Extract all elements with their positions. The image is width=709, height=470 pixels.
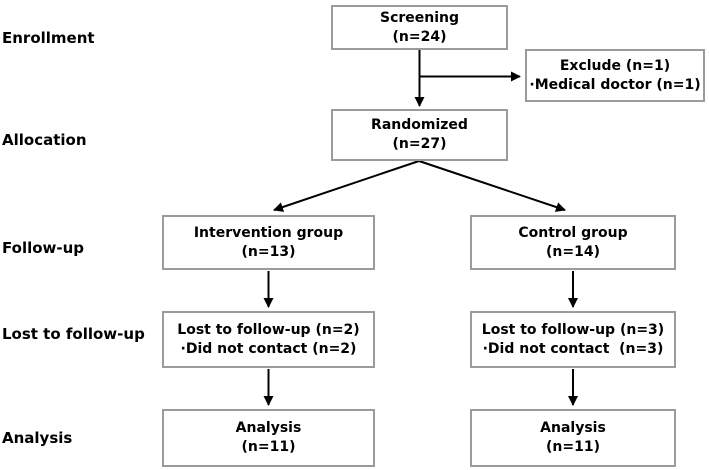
box-exclude: Exclude (n=1) ·Medical doctor (n=1) — [525, 49, 705, 102]
box-intervention-group: Intervention group (n=13) — [162, 215, 375, 270]
box-exclude-line1: Exclude (n=1) — [559, 57, 671, 74]
arrow-randomized-to-control — [418, 160, 566, 212]
stage-label-lost-to-follow-up: Lost to follow-up — [2, 325, 145, 343]
box-randomized-line1: Randomized — [371, 117, 468, 133]
box-analysis-control-line2: (n=11) — [546, 439, 600, 455]
stage-label-enrollment: Enrollment — [2, 29, 95, 47]
box-randomized: Randomized (n=27) — [331, 109, 508, 161]
box-lost-intervention: Lost to follow-up (n=2) ·Did not contact… — [162, 311, 375, 368]
box-control-line1: Control group — [518, 224, 628, 241]
box-intervention-line2: (n=13) — [241, 243, 296, 260]
box-analysis-control: Analysis (n=11) — [470, 409, 676, 467]
box-lost-control-line2: ·Did not contact (n=3) — [482, 340, 664, 357]
box-lost-control: Lost to follow-up (n=3) ·Did not contact… — [470, 311, 676, 368]
stage-label-allocation: Allocation — [2, 131, 87, 149]
box-analysis-control-line1: Analysis — [540, 420, 606, 436]
box-screening-line2: (n=24) — [392, 28, 447, 45]
box-exclude-line2: ·Medical doctor (n=1) — [529, 76, 701, 93]
box-lost-intervention-line2: ·Did not contact (n=2) — [180, 340, 357, 357]
arrow-randomized-to-intervention — [273, 160, 420, 212]
box-analysis-intervention-line1: Analysis — [235, 420, 302, 436]
box-randomized-line2: (n=27) — [392, 136, 447, 152]
box-control-line2: (n=14) — [546, 243, 600, 260]
box-screening-line1: Screening — [379, 9, 460, 26]
box-control-group: Control group (n=14) — [470, 215, 676, 270]
box-lost-intervention-line1: Lost to follow-up (n=2) — [177, 321, 360, 338]
box-lost-control-line1: Lost to follow-up (n=3) — [481, 321, 665, 338]
box-intervention-line1: Intervention group — [193, 224, 344, 241]
stage-label-follow-up: Follow-up — [2, 239, 85, 257]
box-analysis-intervention: Analysis (n=11) — [162, 409, 375, 467]
stage-label-analysis: Analysis — [2, 429, 73, 447]
box-analysis-intervention-line2: (n=11) — [241, 439, 296, 455]
box-screening: Screening (n=24) — [331, 5, 508, 50]
